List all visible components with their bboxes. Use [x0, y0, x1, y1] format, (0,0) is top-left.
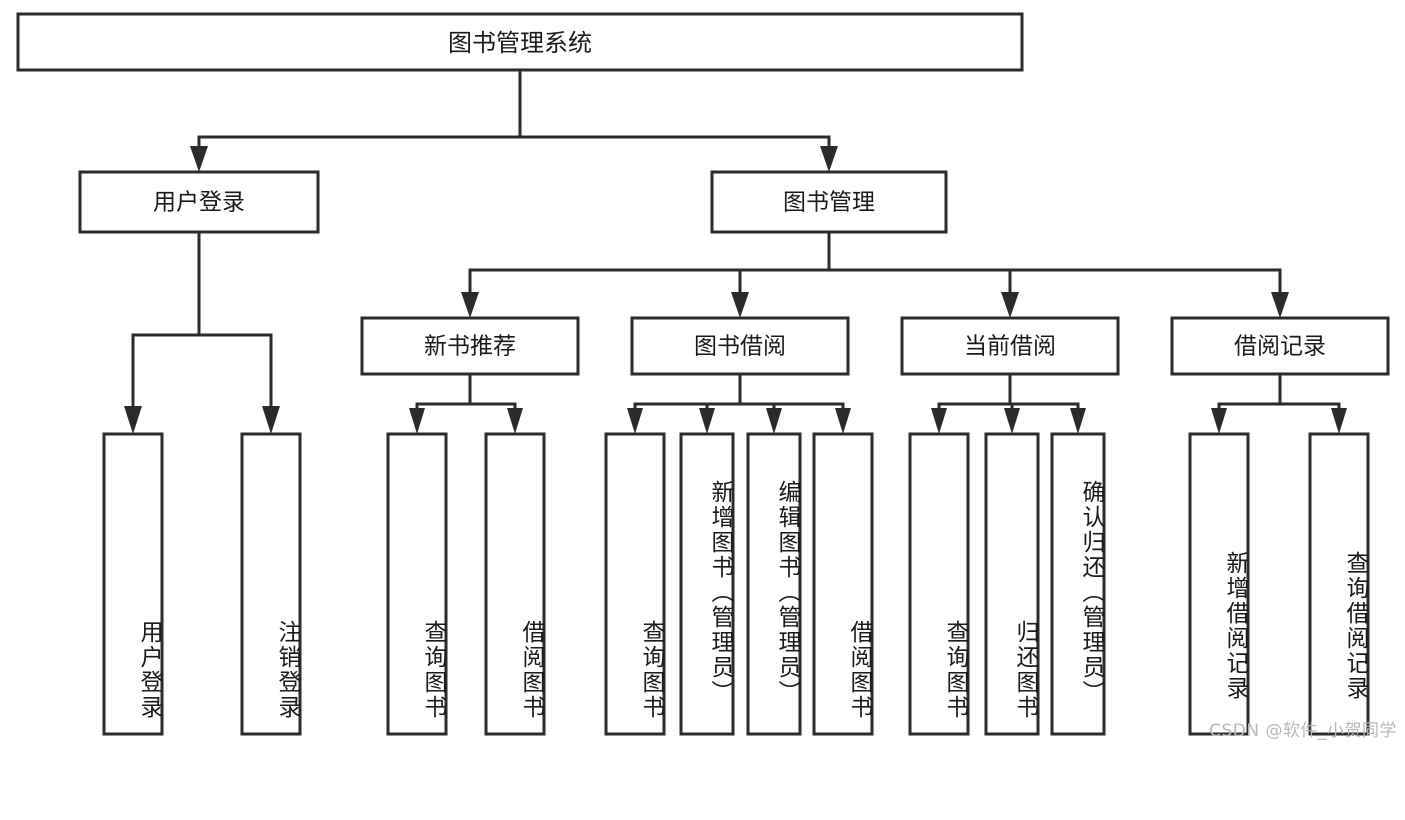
flowchart-svg: 图书管理系统 用户登录 图书管理 新书推荐 图书借阅: [16, 12, 1390, 736]
arrow-head-leaf-query-borrow-record: [1331, 408, 1347, 434]
node-leaf-add-borrow-record-box[interactable]: [1188, 432, 1250, 736]
node-leaf-user-login-box[interactable]: [102, 432, 164, 736]
node-book-borrow[interactable]: 图书借阅: [630, 316, 850, 376]
arrow-head-leaf-confirm-return-admin: [1070, 408, 1086, 434]
node-user-login[interactable]: 用户登录: [78, 170, 320, 234]
node-leaf-query-borrow-record-box[interactable]: [1308, 432, 1370, 736]
node-borrow-record-label: 借阅记录: [1234, 334, 1326, 360]
arrow-head-leaf-query-book-current: [931, 408, 947, 434]
csdn-watermark: CSDN @软件_小贺同学: [1209, 721, 1397, 741]
node-user-login-label: 用户登录: [153, 190, 245, 216]
arrow-head-leaf-add-borrow-record: [1211, 408, 1227, 434]
node-root-box[interactable]: [16, 12, 1024, 72]
arrow-head-leaf-query-book-rec: [409, 408, 425, 434]
connector-layer: [124, 68, 1347, 434]
node-user-login-box[interactable]: [78, 170, 320, 234]
arrow-head-leaf-query-book-borrow: [627, 408, 643, 434]
node-borrow-record[interactable]: 借阅记录: [1170, 316, 1390, 376]
node-leaf-user-logout-box[interactable]: [240, 432, 302, 736]
node-book-borrow-box[interactable]: [630, 316, 850, 376]
node-leaf-confirm-return-admin-box[interactable]: [1050, 432, 1106, 736]
node-leaf-query-book-rec-box[interactable]: [386, 432, 448, 736]
node-current-borrow[interactable]: 当前借阅: [900, 316, 1120, 376]
node-new-book-rec-box[interactable]: [360, 316, 580, 376]
node-current-borrow-box[interactable]: [900, 316, 1120, 376]
arrow-head-leaf-return-book: [1004, 408, 1020, 434]
node-leaf-return-book-box[interactable]: [984, 432, 1040, 736]
arrow-head-leaf-user-logout: [262, 406, 280, 434]
node-book-manage-label: 图书管理: [783, 190, 875, 216]
node-current-borrow-label: 当前借阅: [964, 334, 1056, 360]
arrow-head-leaf-borrow-book-rec: [507, 408, 523, 434]
node-new-book-rec-label: 新书推荐: [424, 334, 516, 360]
node-book-borrow-label: 图书借阅: [694, 334, 786, 360]
node-new-book-rec[interactable]: 新书推荐: [360, 316, 580, 376]
node-book-manage[interactable]: 图书管理: [710, 170, 948, 234]
node-borrow-record-box[interactable]: [1170, 316, 1390, 376]
node-leaf-edit-book-admin-box[interactable]: [746, 432, 802, 736]
node-leaf-borrow-book-rec-box[interactable]: [484, 432, 546, 736]
node-book-manage-box[interactable]: [710, 170, 948, 234]
arrow-head-leaf-add-book-admin: [699, 408, 715, 434]
arrow-head-book-borrow: [731, 292, 749, 318]
node-leaf-borrow-book-box[interactable]: [812, 432, 874, 736]
arrow-head-leaf-borrow-book: [835, 408, 851, 434]
flowchart-canvas: 图书管理系统 用户登录 图书管理 新书推荐 图书借阅: [16, 12, 1397, 741]
node-leaf-add-book-admin-box[interactable]: [679, 432, 735, 736]
arrow-head-book-manage: [820, 146, 838, 172]
node-root-label: 图书管理系统: [448, 29, 592, 57]
node-root[interactable]: 图书管理系统: [16, 12, 1024, 72]
arrow-head-leaf-user-login: [124, 406, 142, 434]
node-layer: 图书管理系统 用户登录 图书管理 新书推荐 图书借阅: [16, 12, 1390, 736]
arrow-head-user-login: [190, 146, 208, 172]
arrow-head-borrow-record: [1271, 292, 1289, 318]
arrow-head-current-borrow: [1001, 292, 1019, 318]
arrow-head-new-book-rec: [461, 292, 479, 318]
node-leaf-query-book-borrow-box[interactable]: [604, 432, 666, 736]
node-leaf-query-book-current-box[interactable]: [908, 432, 970, 736]
arrow-head-leaf-edit-book-admin: [766, 408, 782, 434]
